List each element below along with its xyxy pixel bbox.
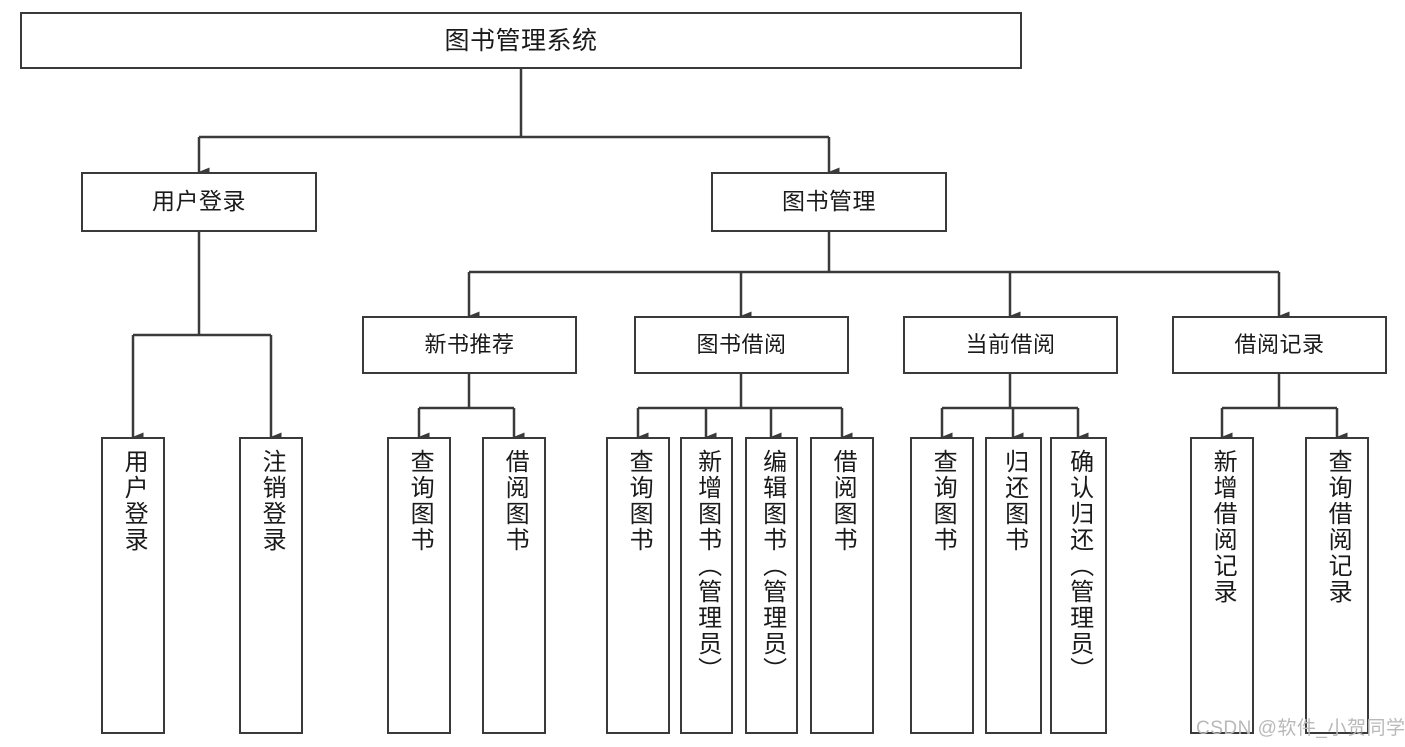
node-label-leaf-query-book-1: 查询图书 <box>406 449 434 553</box>
node-label-leaf-add-borrow-record: 新增借阅记录 <box>1209 449 1237 605</box>
node-label-user-login: 用户登录 <box>152 188 246 215</box>
node-label-new-book-recommend: 新书推荐 <box>424 331 515 357</box>
leaf-node-leaf-query-book-1[interactable]: 查询图书 <box>387 437 451 734</box>
leaf-node-leaf-add-book-admin[interactable]: 新增图书（管理员） <box>680 437 733 734</box>
leaf-node-leaf-query-book-3[interactable]: 查询图书 <box>910 437 974 734</box>
watermark-text: CSDN @软件_小贺同学 <box>1196 718 1405 739</box>
node-label-leaf-edit-book-admin: 编辑图书（管理员） <box>758 449 786 683</box>
node-book-manage[interactable]: 图书管理 <box>711 172 947 232</box>
leaf-node-leaf-query-borrow-record[interactable]: 查询借阅记录 <box>1305 437 1369 734</box>
node-label-leaf-query-borrow-record: 查询借阅记录 <box>1324 449 1352 605</box>
node-label-leaf-user-login: 用户登录 <box>120 449 148 553</box>
leaf-node-leaf-add-borrow-record[interactable]: 新增借阅记录 <box>1190 437 1254 734</box>
node-label-leaf-borrow-book-2: 借阅图书 <box>829 449 857 553</box>
node-label-leaf-borrow-book-1: 借阅图书 <box>501 449 529 553</box>
leaf-node-leaf-return-book[interactable]: 归还图书 <box>985 437 1042 734</box>
node-label-root: 图书管理系统 <box>444 26 598 55</box>
node-label-leaf-query-book-3: 查询图书 <box>929 449 957 553</box>
node-label-leaf-confirm-return-admin: 确认归还（管理员） <box>1065 449 1093 683</box>
node-label-borrow-record: 借阅记录 <box>1234 331 1325 357</box>
node-label-book-borrow: 图书借阅 <box>696 331 787 357</box>
leaf-node-leaf-query-book-2[interactable]: 查询图书 <box>606 437 670 734</box>
leaf-node-leaf-user-login[interactable]: 用户登录 <box>101 437 165 734</box>
leaf-node-leaf-borrow-book-1[interactable]: 借阅图书 <box>482 437 546 734</box>
node-user-login[interactable]: 用户登录 <box>81 172 317 232</box>
leaf-node-leaf-confirm-return-admin[interactable]: 确认归还（管理员） <box>1050 437 1107 734</box>
node-label-current-borrow: 当前借阅 <box>965 331 1056 357</box>
node-current-borrow[interactable]: 当前借阅 <box>903 316 1118 374</box>
node-label-leaf-logout-login: 注销登录 <box>258 449 286 553</box>
leaf-node-leaf-edit-book-admin[interactable]: 编辑图书（管理员） <box>745 437 798 734</box>
connectors-group <box>131 69 1348 442</box>
node-root[interactable]: 图书管理系统 <box>20 12 1022 69</box>
node-label-book-manage: 图书管理 <box>782 188 876 215</box>
node-label-leaf-query-book-2: 查询图书 <box>625 449 653 553</box>
node-label-leaf-return-book: 归还图书 <box>1000 449 1028 553</box>
leaf-node-leaf-borrow-book-2[interactable]: 借阅图书 <box>810 437 874 734</box>
node-borrow-record[interactable]: 借阅记录 <box>1172 316 1387 374</box>
node-book-borrow[interactable]: 图书借阅 <box>634 316 849 374</box>
node-label-leaf-add-book-admin: 新增图书（管理员） <box>693 449 721 683</box>
node-new-book-recommend[interactable]: 新书推荐 <box>362 316 577 374</box>
leaf-node-leaf-logout-login[interactable]: 注销登录 <box>239 437 303 734</box>
